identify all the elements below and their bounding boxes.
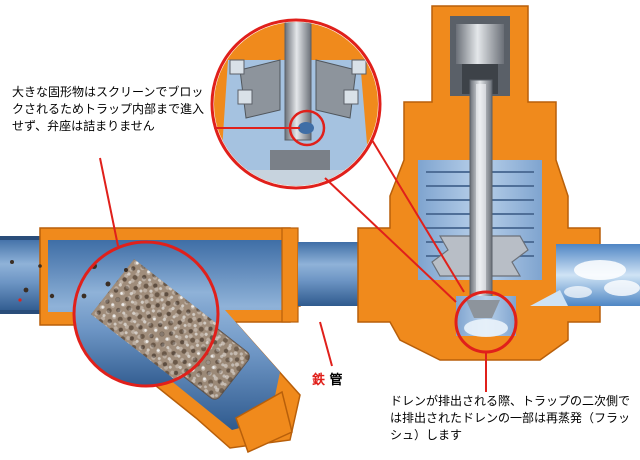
steel-pipe-label-char1: 鉄 <box>312 373 326 388</box>
debris-particles <box>10 260 55 302</box>
outlet-pipe <box>530 244 640 306</box>
steam-trap <box>357 5 601 361</box>
steel-pipe-label-char2: 管 <box>329 373 343 388</box>
steel-pipe-label: 鉄 管 <box>312 369 343 388</box>
strainer-callout-text: 大きな固形物はスクリーンでブロックされるためトラップ内部まで進入せず、弁座は詰ま… <box>12 85 205 133</box>
zoom-circle-valve-seat <box>210 18 382 190</box>
leader-lines <box>99 127 487 392</box>
flash-callout-text: ドレンが排出される際、トラップの二次側では排出されたドレンの一部は再蒸発（フラッ… <box>390 394 631 442</box>
